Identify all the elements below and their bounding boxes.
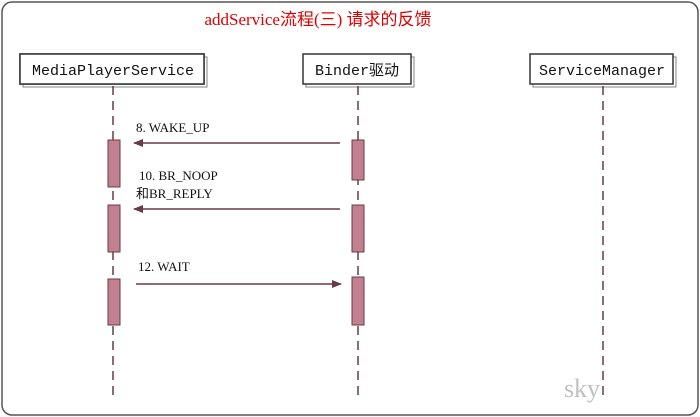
participant-media-player-service: MediaPlayerService bbox=[19, 53, 208, 88]
activation-bar-binder-driver bbox=[351, 204, 365, 253]
message-label-br-reply: 和BR_REPLY bbox=[136, 186, 213, 201]
activation-bar-binder-driver bbox=[351, 276, 365, 326]
message-label-wait: 12. WAIT bbox=[138, 259, 190, 274]
activation-bar-media-player-service bbox=[107, 204, 121, 253]
activation-bar-media-player-service bbox=[107, 278, 121, 326]
participant-label-binder-driver: Binder驱动 bbox=[315, 62, 399, 80]
activation-bar-media-player-service bbox=[107, 139, 121, 188]
participant-label-media-player-service: MediaPlayerService bbox=[32, 63, 194, 80]
participant-label-service-manager: ServiceManager bbox=[539, 63, 665, 80]
message-label-wake-up: 8. WAKE_UP bbox=[136, 120, 209, 135]
participant-binder-driver: Binder驱动 bbox=[302, 53, 415, 88]
participant-service-manager: ServiceManager bbox=[529, 53, 677, 88]
watermark-text: sky bbox=[564, 374, 600, 403]
diagram-title: addService流程(三) 请求的反馈 bbox=[204, 10, 431, 29]
activation-bar-binder-driver bbox=[351, 139, 365, 181]
message-label-br-noop: 10. BR_NOOP bbox=[139, 168, 218, 183]
